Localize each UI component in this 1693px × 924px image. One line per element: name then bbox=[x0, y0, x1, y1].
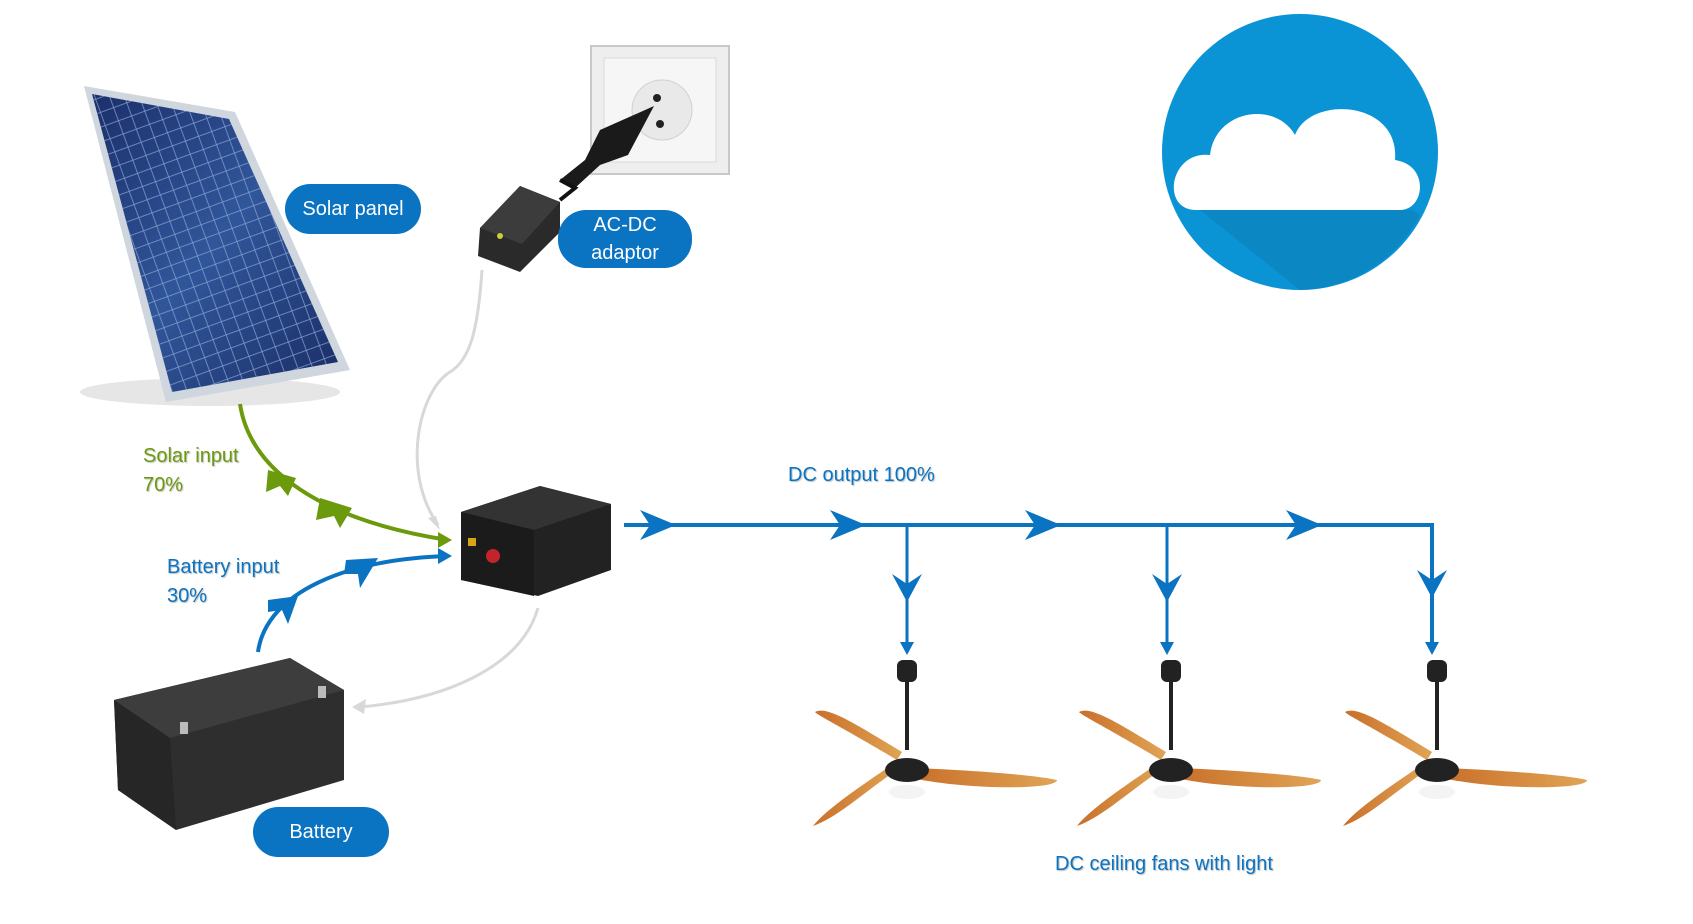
branch-2 bbox=[1152, 525, 1182, 655]
dc-output-label: DC output 100% bbox=[788, 464, 935, 486]
battery-charge-cable bbox=[359, 607, 540, 709]
solar-input-text: Solar input bbox=[143, 445, 239, 467]
battery-input-arrow bbox=[256, 548, 452, 653]
ac-dc-text-2: adaptor bbox=[591, 242, 659, 264]
battery-label: Battery bbox=[253, 807, 389, 857]
solar-input-arrow bbox=[238, 403, 452, 548]
solar-input-percent: 70% bbox=[143, 474, 184, 496]
branch-3 bbox=[1417, 525, 1447, 655]
solar-panel-text: Solar panel bbox=[302, 198, 404, 220]
controller-box-icon bbox=[461, 486, 611, 596]
adaptor-cable bbox=[415, 269, 484, 526]
branch-1 bbox=[892, 525, 922, 655]
battery-text: Battery bbox=[289, 821, 353, 843]
ac-dc-adaptor-label: AC-DC adaptor bbox=[558, 210, 692, 268]
solar-panel-label: Solar panel bbox=[285, 184, 421, 234]
ac-dc-text-1: AC-DC bbox=[593, 214, 657, 236]
solar-panel-icon bbox=[80, 86, 350, 406]
wall-outlet-icon bbox=[560, 45, 730, 188]
cloud-icon bbox=[1162, 14, 1438, 290]
fans-label: DC ceiling fans with light bbox=[1055, 853, 1273, 875]
ceiling-fan-icon bbox=[813, 660, 1057, 826]
battery-input-percent: 30% bbox=[167, 585, 208, 607]
ceiling-fan-icon bbox=[1077, 660, 1321, 826]
ceiling-fan-icon bbox=[1343, 660, 1587, 826]
battery-icon bbox=[114, 658, 344, 830]
dc-output-bus bbox=[624, 510, 1447, 655]
battery-input-text: Battery input bbox=[167, 556, 280, 578]
battery-input-label: Battery input 30% bbox=[167, 553, 279, 611]
ac-dc-adaptor-icon bbox=[478, 178, 579, 272]
solar-input-label: Solar input 70% bbox=[143, 442, 239, 500]
